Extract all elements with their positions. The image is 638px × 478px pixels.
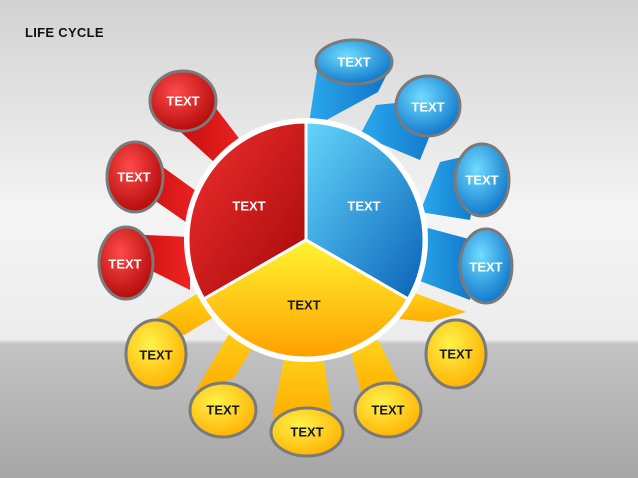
petal-label-yellow-3: TEXT — [290, 424, 323, 439]
petal-label-red-3: TEXT — [108, 256, 141, 271]
petal-red-3 — [97, 225, 155, 301]
petal-label-blue-3: TEXT — [465, 172, 498, 187]
petal-label-blue-1: TEXT — [337, 54, 370, 69]
petal-yellow-5 — [424, 318, 488, 390]
petal-ellipses — [97, 38, 514, 458]
petal-label-yellow-2: TEXT — [206, 402, 239, 417]
sector-yellow — [201, 238, 411, 360]
petal-blue-4 — [458, 227, 514, 305]
center-circle — [184, 118, 428, 362]
petal-blue-3 — [453, 142, 511, 218]
petal-blue-2 — [394, 74, 462, 138]
petal-red-1 — [148, 69, 218, 133]
petal-red-2 — [105, 140, 165, 214]
segment-label-red: TEXT — [232, 198, 265, 213]
petal-label-blue-4: TEXT — [469, 259, 502, 274]
segment-label-blue: TEXT — [347, 198, 380, 213]
page-title: LIFE CYCLE — [25, 25, 104, 40]
petal-label-red-1: TEXT — [166, 93, 199, 108]
petal-label-blue-2: TEXT — [411, 99, 444, 114]
sector-blue — [304, 120, 426, 302]
petal-yellow-3 — [269, 406, 345, 458]
petal-yellow-2 — [188, 381, 258, 439]
petal-yellow-4 — [353, 381, 423, 439]
labels: TEXT TEXT TEXT TEXT TEXT TEXT TEXT TEXT … — [108, 54, 502, 439]
segment-label-yellow: TEXT — [287, 297, 320, 312]
petal-label-red-2: TEXT — [117, 169, 150, 184]
petal-blue-1 — [314, 38, 394, 86]
petal-yellow-1 — [124, 318, 188, 390]
petal-label-yellow-1: TEXT — [139, 347, 172, 362]
petal-label-yellow-4: TEXT — [371, 402, 404, 417]
sector-red — [186, 120, 308, 302]
petal-label-yellow-5: TEXT — [439, 346, 472, 361]
